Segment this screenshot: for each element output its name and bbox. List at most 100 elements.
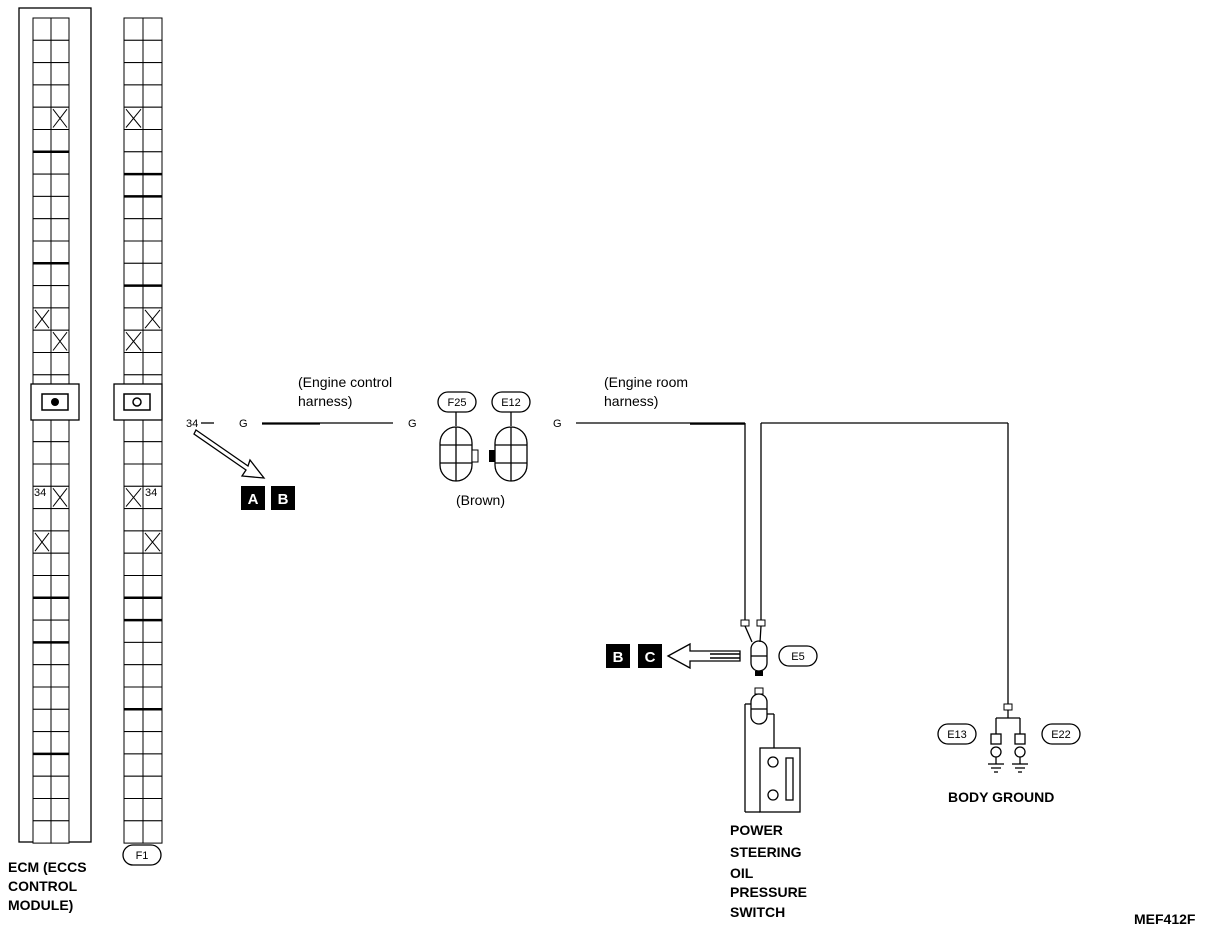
svg-text:E13: E13 [947, 729, 967, 741]
f1-cavity [123, 708, 144, 733]
e13-connector-tag: E13 [937, 723, 977, 745]
f1-cavity [123, 775, 144, 800]
ecm-cavity [32, 195, 52, 220]
f1-cavity [142, 240, 163, 264]
f1-cavity [123, 218, 144, 242]
f1-cavity [142, 731, 163, 755]
ecm-cavity [32, 686, 52, 710]
f25-connector-tag: F25 [437, 391, 477, 413]
f1-cavity [123, 240, 144, 264]
ecm-connector-grid [32, 17, 70, 844]
wire-color-mid: G [408, 418, 417, 430]
ecm-cavity [50, 708, 70, 733]
joint-color-note: (Brown) [456, 492, 505, 508]
ecm-cavity [50, 151, 70, 175]
ecm-name-line3: MODULE) [8, 897, 73, 913]
f1-blank-cavity-mark [125, 331, 142, 351]
f1-cavity [123, 552, 144, 577]
ecm-blank-cavity-mark [52, 108, 68, 128]
f1-cavity [123, 753, 144, 777]
ecm-cavity [50, 218, 70, 242]
f1-blank-cavity-mark [125, 487, 142, 507]
switch-name-line1: POWER [730, 822, 783, 838]
f1-cavity [123, 508, 144, 532]
f1-cavity [142, 641, 163, 666]
f1-blank-cavity-mark [125, 108, 142, 128]
figure-code: MEF412F [1134, 911, 1196, 927]
f1-cavity [123, 195, 144, 220]
ecm-cavity [32, 641, 52, 666]
ecm-cavity [32, 731, 52, 755]
ecm-cavity [32, 664, 52, 688]
svg-text:F1: F1 [136, 850, 149, 862]
ref-box-a: A [241, 486, 265, 510]
f1-cavity [123, 17, 144, 41]
engine-room-harness-line1: (Engine room [604, 374, 688, 390]
ecm-cavity [32, 798, 52, 822]
f1-cavity [142, 352, 163, 376]
svg-text:B: B [278, 491, 289, 508]
f25-connector [439, 426, 479, 482]
f1-cavity [142, 285, 163, 309]
ecm-cavity [50, 775, 70, 800]
ref-box-c: C [638, 644, 662, 668]
body-ground-symbol [988, 703, 1028, 773]
ecm-cavity [32, 775, 52, 800]
f1-cavity [123, 641, 144, 666]
f1-cavity [142, 418, 163, 443]
f1-cavity [142, 39, 163, 64]
ecm-cavity [50, 307, 70, 331]
e5-connector [740, 619, 768, 676]
svg-text:F25: F25 [448, 397, 467, 409]
ecm-cavity [32, 151, 52, 175]
ecm-blank-cavity-mark [52, 487, 68, 507]
f1-cavity [142, 664, 163, 688]
ecm-cavity [32, 575, 52, 599]
f1-cavity [142, 17, 163, 41]
f1-cavity [142, 552, 163, 577]
f1-cavity [142, 84, 163, 108]
ecm-name-line1: ECM (ECCS [8, 859, 87, 875]
f1-cavity [142, 262, 163, 287]
ecm-cavity [32, 262, 52, 287]
f1-cavity [123, 619, 144, 643]
f1-connector-lock [113, 383, 163, 421]
f1-cavity [142, 575, 163, 599]
f1-cavity [123, 441, 144, 465]
ecm-cavity [50, 418, 70, 443]
ecm-cavity [32, 240, 52, 264]
ecm-blank-cavity-mark [52, 331, 68, 351]
ecm-cavity [50, 820, 70, 844]
wire-color-right: G [553, 418, 562, 430]
ecm-cavity [32, 173, 52, 197]
f1-cavity [123, 597, 144, 621]
power-steering-switch [744, 687, 801, 813]
ecm-cavity [32, 39, 52, 64]
f1-cavity [123, 575, 144, 599]
ecm-cavity [50, 285, 70, 309]
ecm-cavity [50, 731, 70, 755]
ecm-cavity [32, 753, 52, 777]
f1-cavity [123, 307, 144, 331]
e12-connector [489, 426, 528, 482]
f1-cavity [123, 664, 144, 688]
f1-blank-cavity-mark [144, 532, 161, 552]
body-ground-label: BODY GROUND [948, 789, 1054, 805]
ecm-cavity [32, 84, 52, 108]
f1-cavity [123, 151, 144, 175]
f1-cavity [123, 129, 144, 153]
f1-cavity [123, 352, 144, 376]
ecm-cavity [32, 106, 52, 130]
ecm-cavity [50, 753, 70, 777]
ecm-cavity [50, 62, 70, 86]
f1-cavity [142, 597, 163, 621]
ecm-pin-34-label: 34 [34, 487, 46, 499]
svg-text:B: B [613, 649, 624, 666]
svg-text:E5: E5 [791, 651, 804, 663]
f1-cavity [142, 686, 163, 710]
f1-cavity [142, 106, 163, 130]
ecm-cavity [32, 619, 52, 643]
f1-cavity [142, 708, 163, 733]
ecm-name-line2: CONTROL [8, 878, 78, 894]
